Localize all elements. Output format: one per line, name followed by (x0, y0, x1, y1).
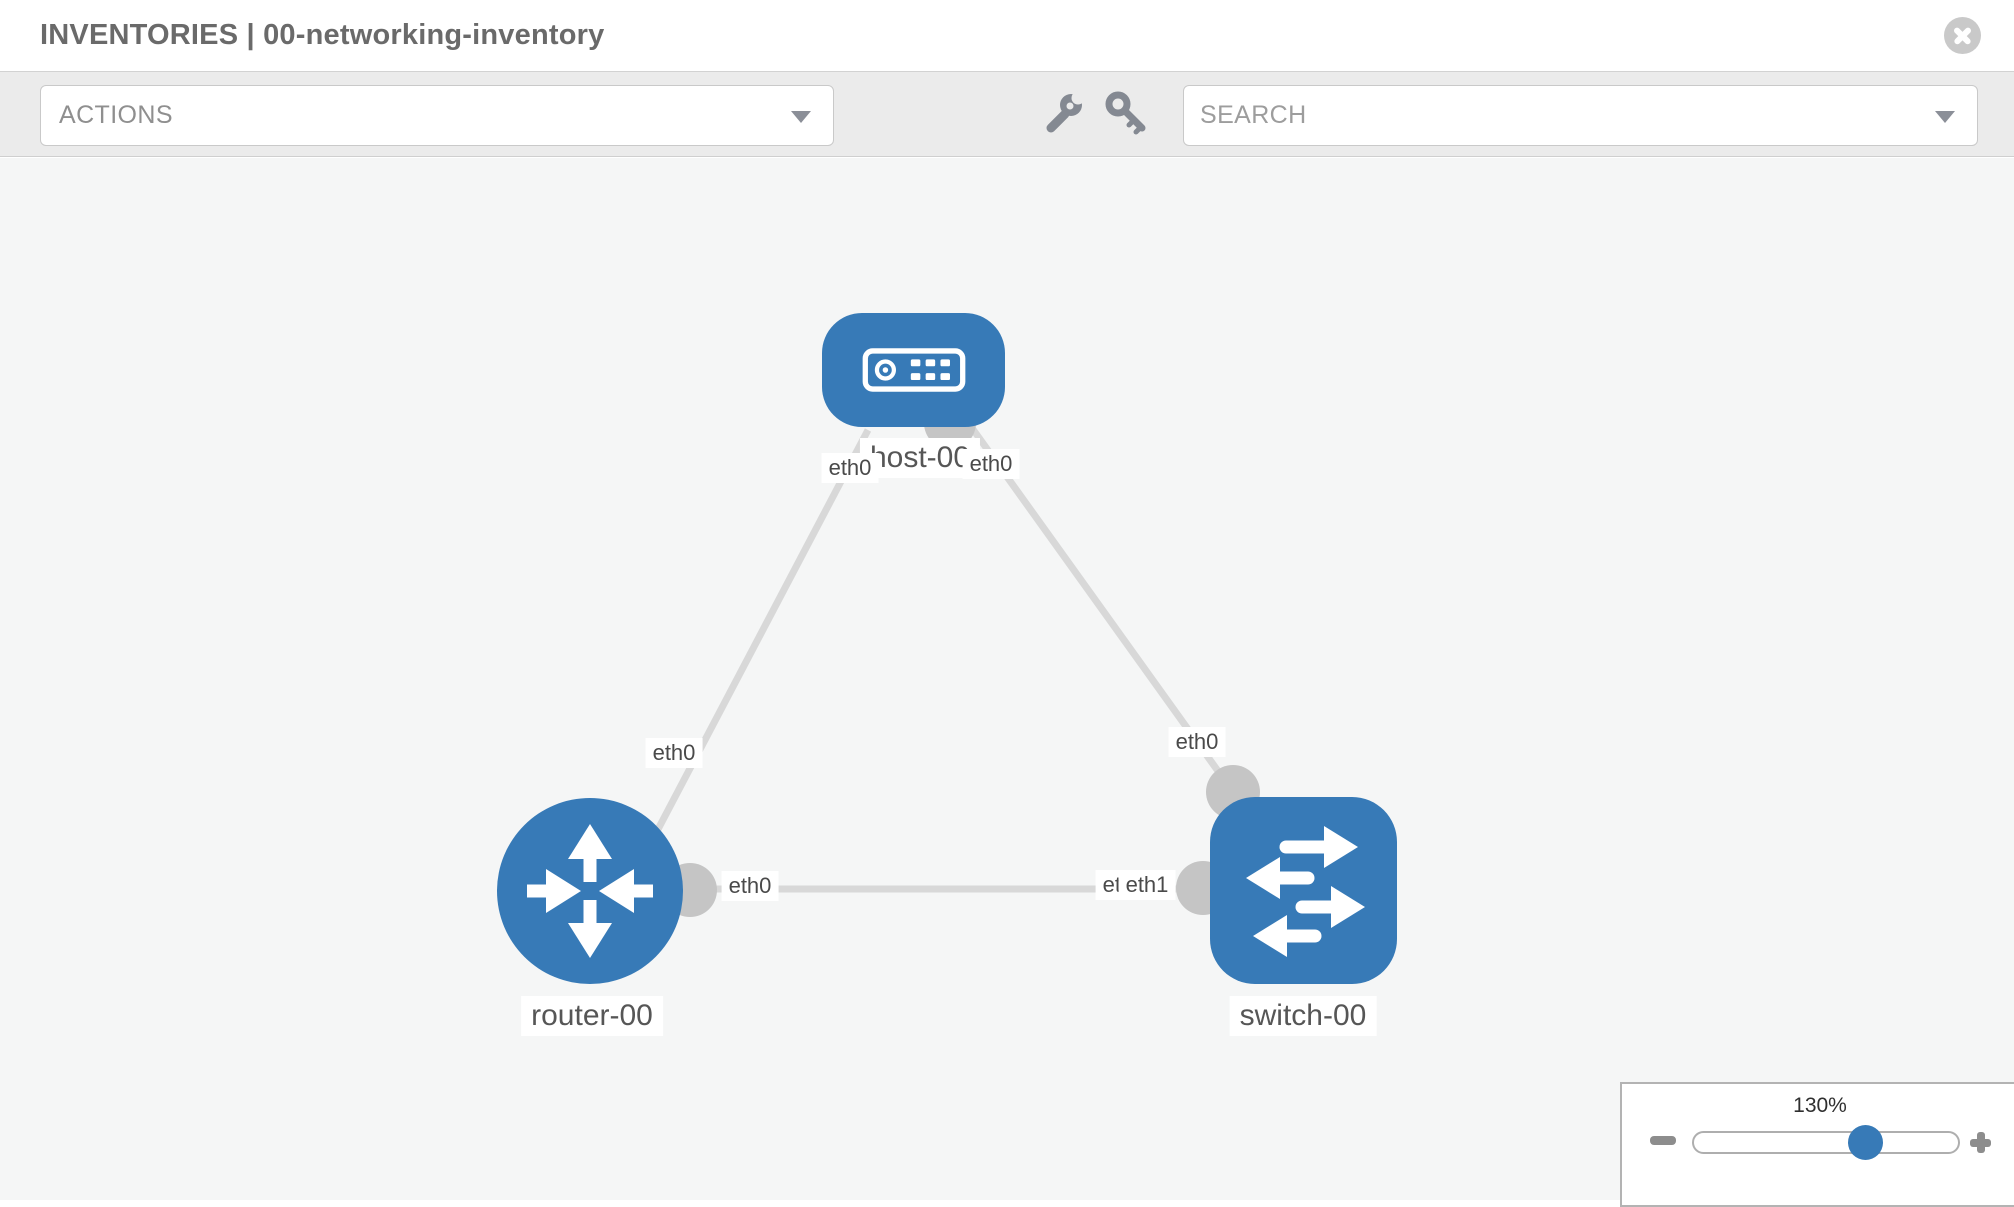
node-label-router-00: router-00 (521, 996, 663, 1036)
if-label-router-link-eth0: eth0 (645, 738, 703, 768)
search-box (1183, 85, 1978, 146)
node-label-switch-00: switch-00 (1229, 996, 1377, 1036)
if-label-host-eth0-right: eth0 (962, 449, 1020, 479)
node-switch-00[interactable] (1210, 797, 1397, 984)
if-label-switch-port-eth1: eth1 (1118, 870, 1176, 900)
if-label-router-port-eth0: eth0 (721, 871, 779, 901)
zoom-panel: 130% (1620, 1082, 2014, 1207)
node-label-host-00: host-00 (859, 438, 981, 478)
plus-icon[interactable] (1970, 1132, 1991, 1153)
router-icon (527, 824, 653, 958)
wrench-icon[interactable] (1043, 90, 1085, 139)
zoom-level: 130% (1793, 1094, 1847, 1117)
actions-dropdown[interactable]: ACTIONS (40, 85, 834, 146)
chevron-down-icon (791, 111, 811, 123)
key-icon[interactable] (1103, 90, 1149, 141)
node-host-00[interactable] (822, 313, 1005, 427)
node-router-00[interactable] (497, 798, 683, 984)
close-icon[interactable] (1944, 17, 1981, 54)
toolbar: ACTIONS (0, 71, 2014, 157)
page-title: INVENTORIES | 00-networking-inventory (40, 19, 605, 51)
actions-dropdown-label: ACTIONS (59, 101, 173, 129)
topology-canvas[interactable] (0, 158, 2014, 1200)
switch-icon (1246, 826, 1365, 957)
search-input[interactable] (1200, 87, 1900, 144)
zoom-slider-track[interactable] (1692, 1131, 1960, 1154)
zoom-slider-handle[interactable] (1848, 1125, 1883, 1160)
host-icon (862, 348, 965, 392)
chevron-down-icon (1935, 111, 1955, 123)
header-bar: INVENTORIES | 00-networking-inventory (0, 0, 2014, 71)
if-label-host-eth0-left: eth0 (821, 453, 879, 483)
if-label-switch-link-eth0: eth0 (1168, 727, 1226, 757)
link-host-router[interactable] (651, 428, 872, 837)
minus-icon[interactable] (1650, 1136, 1676, 1145)
